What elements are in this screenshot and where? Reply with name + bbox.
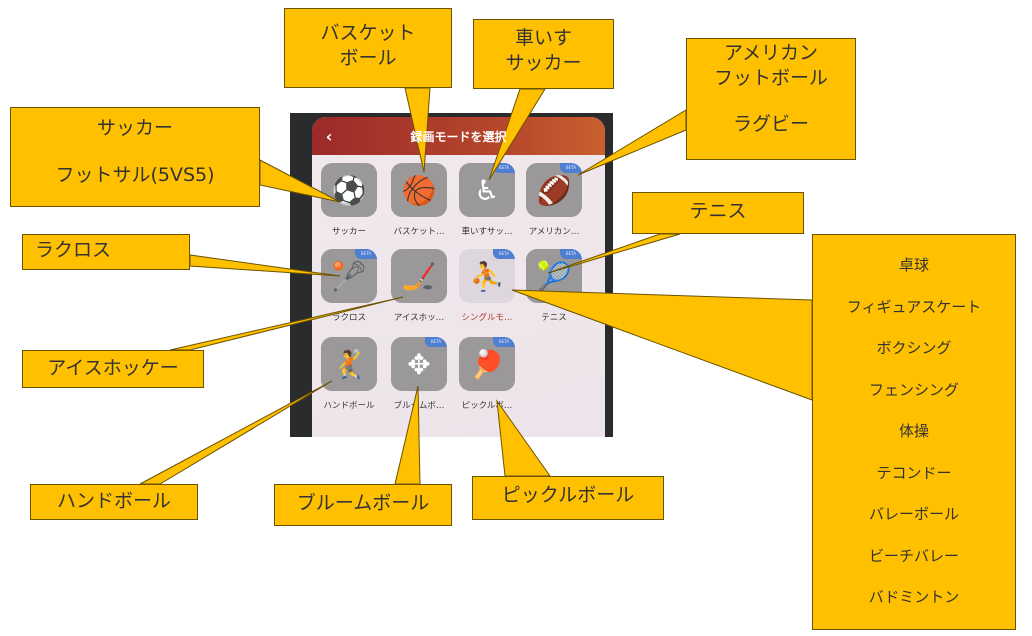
callout-tennis: テニス: [632, 192, 804, 234]
ice-hockey-icon: 🏒: [391, 249, 447, 303]
mode-label: ピックルボ…: [461, 401, 513, 411]
callout-text: テコンドー: [876, 463, 952, 482]
beta-badge: BETA: [355, 249, 377, 259]
icon-glyph: 🏓: [469, 347, 505, 381]
callout-text: ピックルボール: [501, 484, 635, 506]
mode-label: テニス: [541, 313, 567, 323]
pointer-basketball: [404, 87, 431, 173]
beta-badge: BETA: [560, 249, 582, 259]
mode-tile-ice-hockey[interactable]: 🏒 アイスホッ…: [390, 249, 448, 323]
callout-text: ハンドボール: [56, 490, 171, 512]
mode-label: バスケット…: [393, 227, 445, 237]
callout-text: フットサル(5VS5): [55, 163, 215, 186]
callout-text: サッカー: [505, 51, 582, 74]
pointer-tennis: [547, 233, 681, 274]
icon-glyph: 🏒: [401, 259, 437, 293]
mode-label: 車いすサッ…: [461, 227, 513, 237]
spacer: [11, 141, 259, 163]
callout-text: バドミントン: [868, 588, 960, 607]
icon-glyph: 🤾: [331, 347, 367, 381]
mode-tile-pickleball[interactable]: 🏓BETA ピックルボ…: [458, 337, 516, 411]
handball-icon: 🤾: [321, 337, 377, 391]
callout-single-mode: 卓球フィギュアスケートボクシングフェンシング体操テコンドーバレーボールビーチバレ…: [812, 234, 1016, 630]
icon-glyph: 🎾: [536, 259, 572, 293]
beta-badge: BETA: [493, 163, 515, 173]
callout-basketball: バスケットボール: [284, 8, 452, 88]
callout-lacrosse: ラクロス: [22, 234, 190, 270]
callout-text: ラクロス: [35, 239, 112, 261]
pointer-lacrosse: [189, 254, 341, 277]
beta-badge: BETA: [493, 249, 515, 259]
callout-text: フィギュアスケート: [846, 297, 982, 316]
callout-soccer: サッカーフットサル(5VS5): [10, 107, 260, 207]
pointer-wheelchair: [488, 88, 546, 181]
pointer-american: [577, 109, 687, 176]
page-title: 録画モードを選択: [410, 129, 507, 144]
basketball-icon: 🏀: [391, 163, 447, 217]
callout-text: アイスホッケー: [47, 357, 179, 379]
pointer-broomball: [394, 385, 421, 485]
mode-tile-handball[interactable]: 🤾 ハンドボール: [320, 337, 378, 411]
soccer-icon: ⚽: [321, 163, 377, 217]
single-mode-icon: ⛹BETA: [459, 249, 515, 303]
callout-american-football: アメリカンフットボールラグビー: [686, 38, 856, 160]
callout-pickleball: ピックルボール: [472, 476, 664, 520]
callout-broomball: ブルームボール: [274, 484, 452, 526]
pickleball-icon: 🏓BETA: [459, 337, 515, 391]
icon-glyph: 🏈: [536, 173, 572, 207]
callout-text: バスケット: [320, 22, 416, 44]
callout-text: 卓球: [898, 256, 929, 275]
mode-label: ハンドボール: [323, 401, 375, 411]
callout-ice-hockey: アイスホッケー: [22, 350, 204, 388]
pointer-pickleball: [496, 399, 551, 477]
callout-text: ブルームボール: [296, 492, 430, 514]
mode-label: ブルームボ…: [393, 401, 445, 411]
icon-glyph: ♿: [474, 173, 500, 207]
callout-text: アメリカン: [723, 42, 819, 64]
mode-tile-single-mode[interactable]: ⛹BETA シングルモ…: [458, 249, 516, 323]
pointer-hockey: [169, 296, 404, 351]
pointer-soccer: [259, 159, 341, 203]
chevron-left-icon[interactable]: ‹: [325, 126, 333, 146]
mode-label: ラクロス: [331, 313, 366, 323]
american-football-icon: 🏈BETA: [526, 163, 582, 217]
mode-tile-american-football[interactable]: 🏈BETA アメリカン…: [525, 163, 583, 237]
spacer: [687, 90, 855, 112]
callout-text: サッカー: [96, 117, 173, 139]
callout-text: ボール: [339, 46, 397, 69]
callout-text: 体操: [898, 422, 929, 441]
mode-label: アイスホッ…: [393, 313, 445, 323]
mode-label: サッカー: [331, 227, 366, 237]
callout-text: バレーボール: [868, 505, 959, 524]
app-header: ‹ 録画モードを選択: [312, 117, 605, 155]
mode-tile-basketball[interactable]: 🏀 バスケット…: [390, 163, 448, 237]
callout-text: テニス: [689, 200, 747, 222]
callout-text: フェンシング: [868, 380, 959, 399]
pointer-handball: [139, 380, 333, 485]
mode-tile-soccer[interactable]: ⚽ サッカー: [320, 163, 378, 237]
page-title-wrap: 録画モードを選択: [346, 128, 605, 145]
mode-tile-broomball[interactable]: ✥BETA ブルームボ…: [390, 337, 448, 411]
mode-label: アメリカン…: [528, 227, 580, 237]
callout-text: ボクシング: [876, 339, 952, 358]
icon-glyph: ✥: [407, 347, 431, 381]
beta-badge: BETA: [493, 337, 515, 347]
callout-text: ラグビー: [732, 113, 809, 136]
callout-text: 車いす: [514, 27, 572, 49]
wheelchair-soccer-icon: ♿BETA: [459, 163, 515, 217]
callout-text: フットボール: [713, 66, 828, 89]
beta-badge: BETA: [560, 163, 582, 173]
mode-label: シングルモ…: [461, 313, 513, 323]
callout-handball: ハンドボール: [30, 484, 198, 520]
icon-glyph: 🏀: [401, 173, 437, 207]
beta-badge: BETA: [425, 337, 447, 347]
pointer-single: [511, 289, 813, 401]
callout-wheelchair-soccer: 車いすサッカー: [473, 19, 614, 89]
icon-glyph: ⛹: [469, 259, 505, 293]
broomball-icon: ✥BETA: [391, 337, 447, 391]
mode-tile-wheelchair-soccer[interactable]: ♿BETA 車いすサッ…: [458, 163, 516, 237]
callout-text: ビーチバレー: [868, 546, 959, 565]
